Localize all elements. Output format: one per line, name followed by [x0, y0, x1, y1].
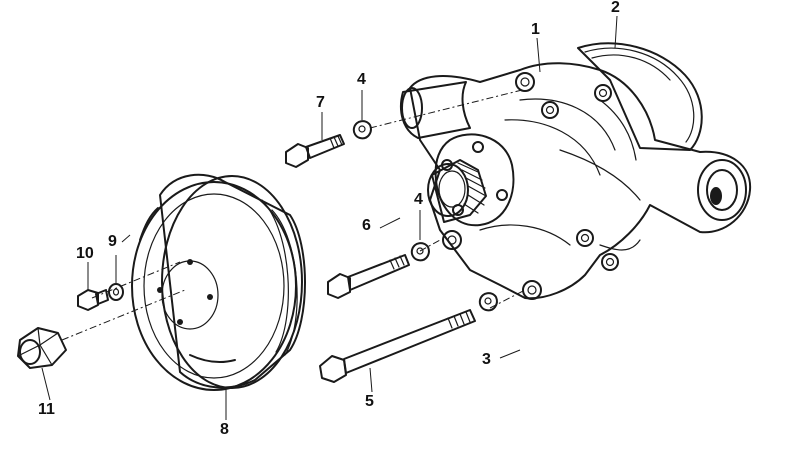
callout-5: 5 — [365, 393, 374, 410]
bolt-10 — [77, 289, 109, 311]
bolt-6 — [327, 254, 410, 299]
bolt-7 — [285, 134, 345, 168]
bolt-5 — [319, 309, 476, 383]
callout-4-lower: 4 — [414, 191, 423, 208]
callout-4-upper: 4 — [357, 71, 366, 88]
callout-1: 1 — [531, 21, 540, 38]
washer-4-upper — [352, 120, 372, 140]
callout-6: 6 — [362, 217, 371, 234]
washer-4-lower — [410, 242, 430, 262]
water-pump-housing — [399, 42, 752, 300]
callout-3: 3 — [482, 351, 491, 368]
callout-2: 2 — [611, 0, 620, 16]
callout-8: 8 — [220, 421, 229, 438]
callout-9: 9 — [108, 233, 117, 250]
leader-lines — [41, 15, 618, 420]
callout-10: 10 — [76, 245, 94, 262]
washer-3 — [478, 292, 498, 312]
nut-11 — [17, 327, 67, 369]
callout-11: 11 — [38, 401, 55, 418]
callout-7: 7 — [316, 94, 325, 111]
pulley-8 — [131, 173, 306, 391]
washer-9 — [108, 283, 124, 301]
